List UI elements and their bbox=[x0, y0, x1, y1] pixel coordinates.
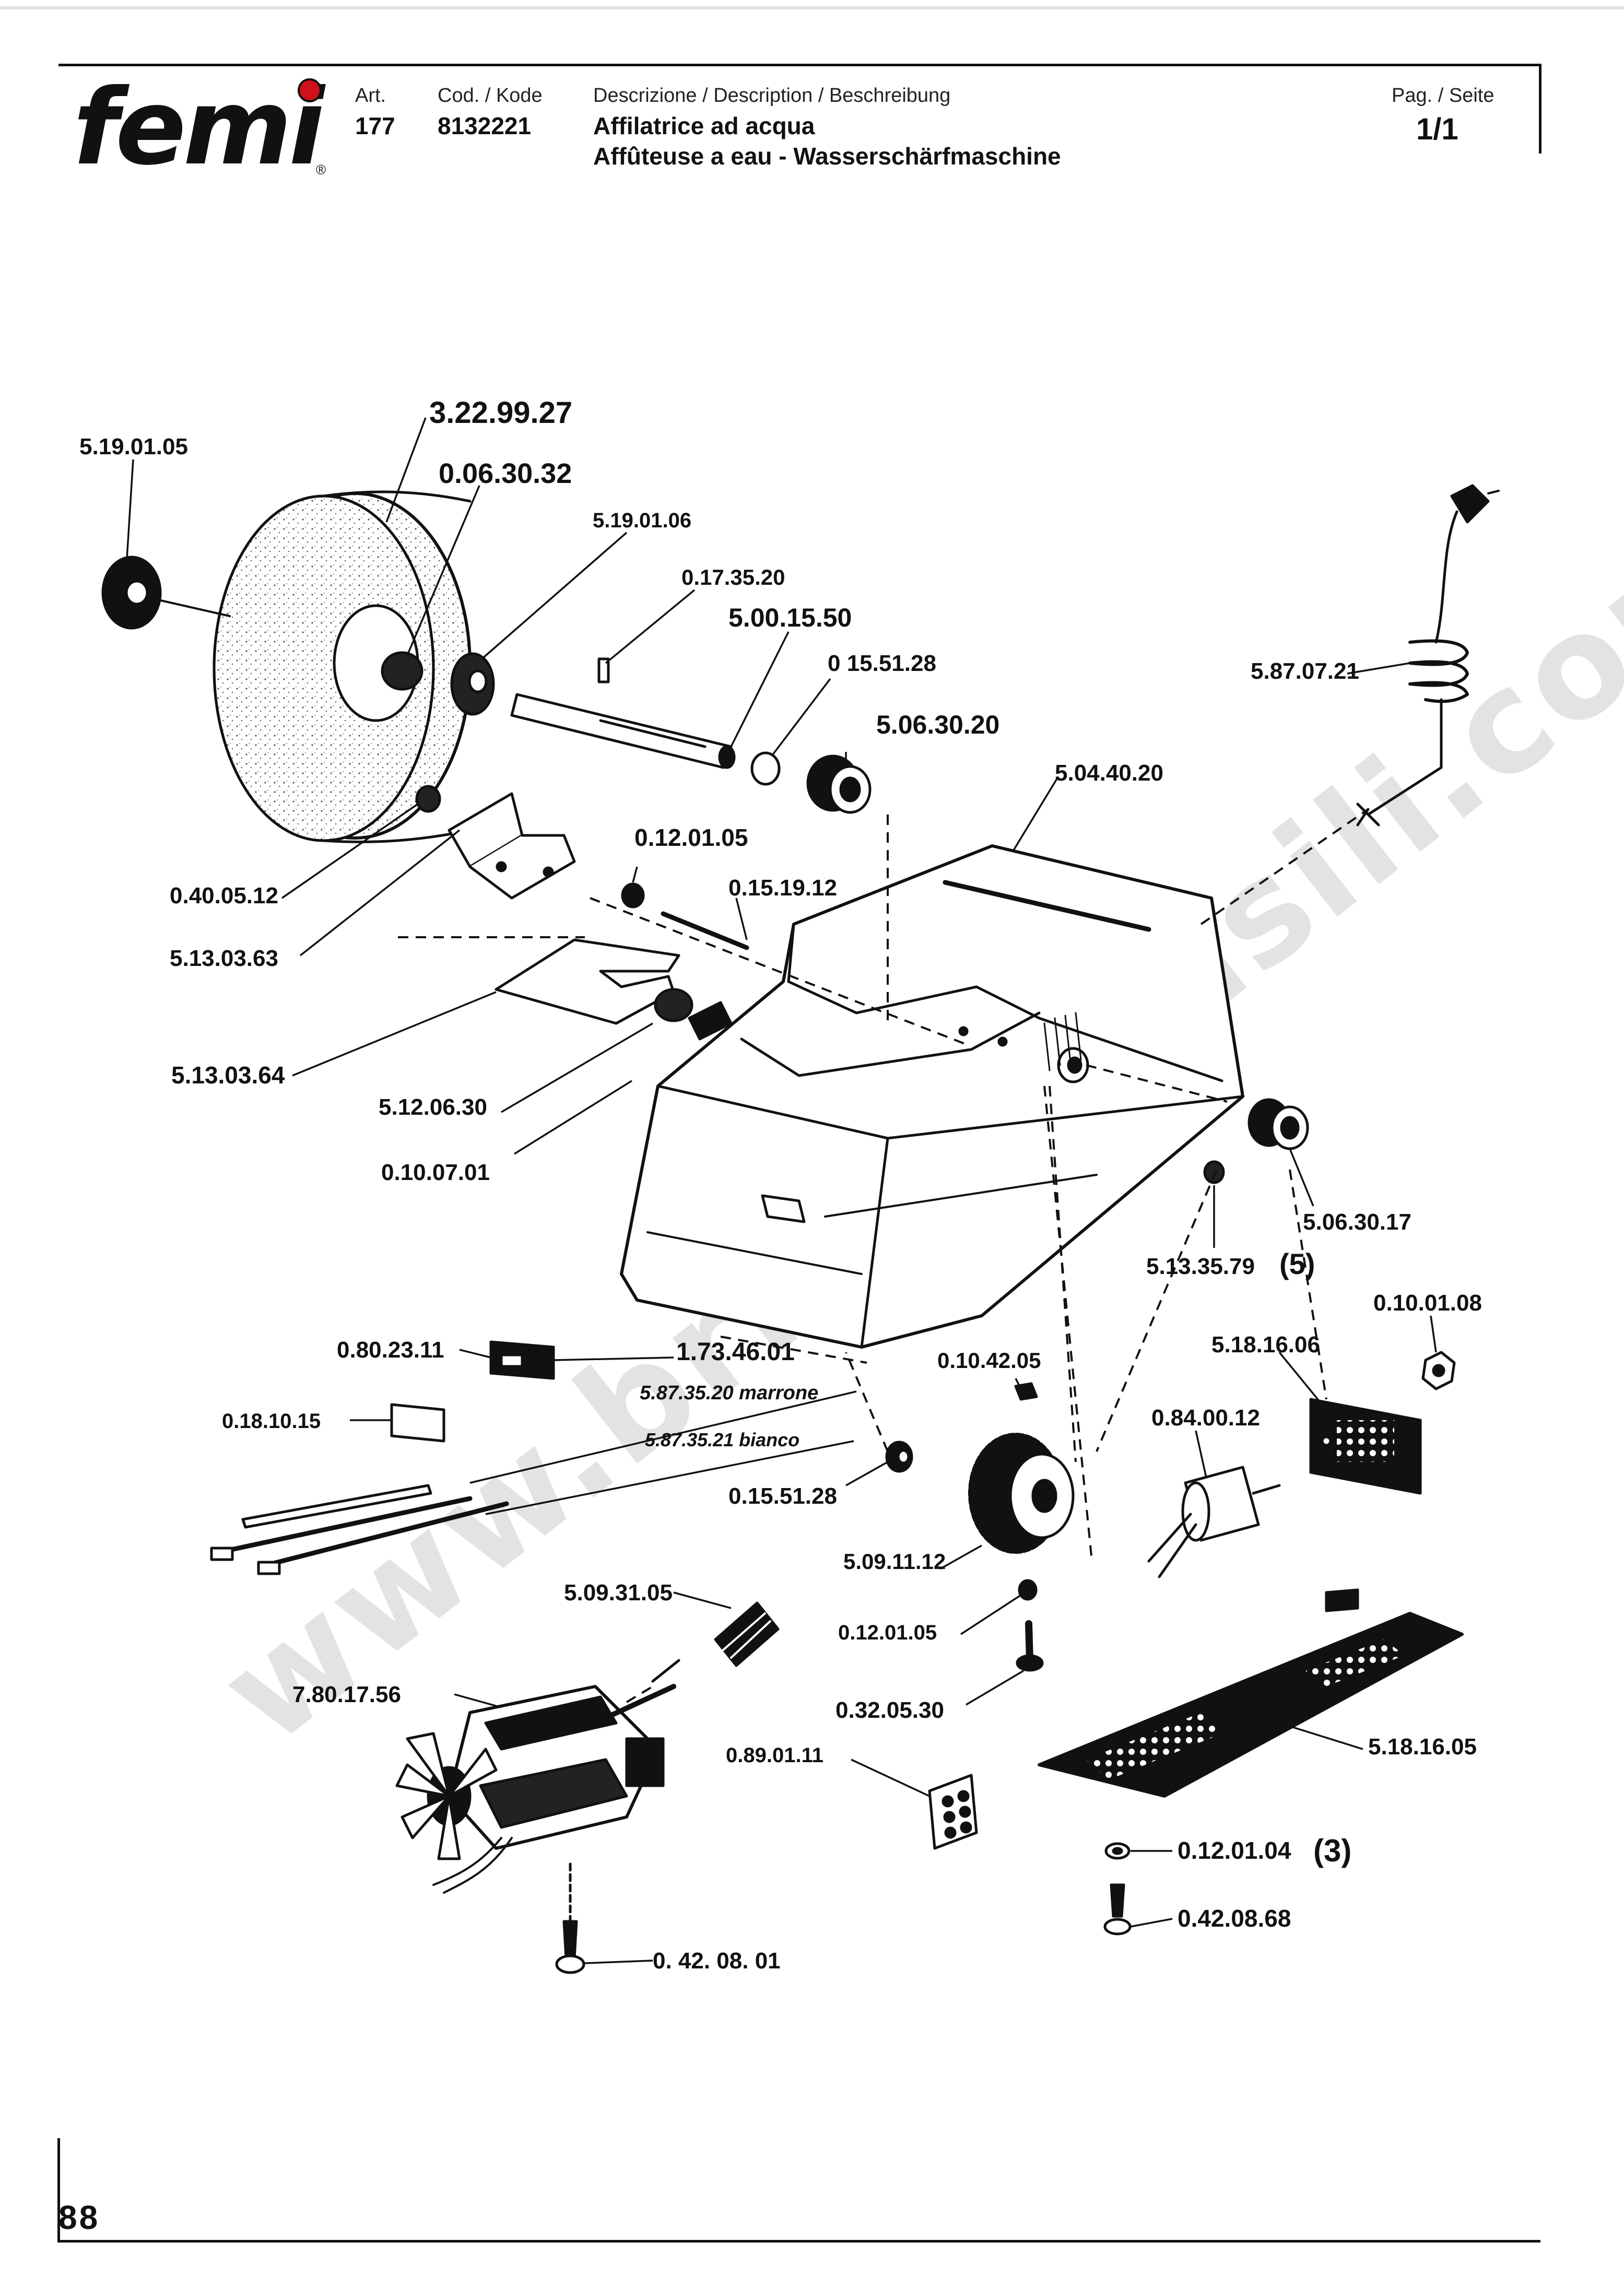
registered-mark: ® bbox=[316, 162, 326, 178]
footer-bottom-rule bbox=[57, 2240, 1540, 2243]
part-label-0400512: 0.40.05.12 bbox=[170, 883, 278, 908]
top-rule bbox=[0, 6, 1624, 9]
grommet bbox=[1203, 1160, 1225, 1184]
title-line-2: Affûteuse a eau - Wasserschärfmaschine bbox=[593, 143, 1061, 170]
terminal-block bbox=[928, 1774, 978, 1850]
shaft bbox=[510, 693, 736, 769]
side-bushing bbox=[1248, 1098, 1309, 1150]
wire-set bbox=[210, 1484, 509, 1575]
worm bbox=[651, 1601, 780, 1683]
base-plate bbox=[1038, 1588, 1464, 1798]
part-label-5063020: 5.06.30.20 bbox=[876, 710, 999, 739]
part-label-5130363: 5.13.03.63 bbox=[170, 946, 278, 971]
assembly-lines bbox=[398, 808, 1369, 1703]
part-label-0181015: 0.18.10.15 bbox=[222, 1410, 321, 1433]
part-label-5133579-qty: (5) bbox=[1279, 1247, 1315, 1280]
label-plate bbox=[390, 1403, 445, 1443]
part-label-3229927: 3.22.99.27 bbox=[429, 396, 572, 430]
page-value: 1/1 bbox=[1416, 112, 1458, 146]
fan bbox=[395, 1732, 498, 1860]
part-label-0320530: 0.32.05.30 bbox=[835, 1697, 944, 1723]
femi-logo: femi ® bbox=[73, 67, 326, 188]
part-label-0120104: 0.12.01.04 bbox=[1178, 1837, 1291, 1864]
part-label-0151912: 0.15.19.12 bbox=[728, 875, 837, 901]
tool-rest-plate bbox=[495, 938, 733, 1041]
left-flange bbox=[101, 556, 162, 630]
header-right-rule bbox=[1539, 64, 1541, 154]
part-label-0173520: 0.17.35.20 bbox=[681, 565, 785, 589]
part-label-5190106: 5.19.01.06 bbox=[593, 509, 691, 532]
capacitor bbox=[1147, 1466, 1281, 1578]
leader-lines bbox=[126, 417, 1437, 1964]
power-cord bbox=[1356, 484, 1500, 827]
part-label-5181606: 5.18.16.06 bbox=[1211, 1332, 1320, 1358]
part-label-5093105: 5.09.31.05 bbox=[564, 1580, 673, 1606]
filter-cover-small bbox=[1309, 1398, 1422, 1495]
part-label-0063032: 0.06.30.32 bbox=[439, 458, 572, 489]
part-label-5044020: 5.04.40.20 bbox=[1055, 760, 1163, 786]
part-label-0890111: 0.89.01.11 bbox=[726, 1744, 823, 1767]
pin bbox=[597, 657, 610, 683]
logo-text: femi bbox=[73, 67, 325, 188]
part-label-7801756: 7.80.17.56 bbox=[292, 1682, 401, 1707]
part-label-5120630: 5.12.06.30 bbox=[379, 1094, 487, 1120]
part-label-0120105a: 0.12.01.05 bbox=[634, 824, 748, 851]
code-value: 8132221 bbox=[438, 112, 532, 139]
part-label-5001550: 5.00.15.50 bbox=[728, 603, 852, 632]
part-labels: 5.19.01.05 3.22.99.27 0.06.30.32 5.19.01… bbox=[79, 396, 1482, 1974]
part-label-0155128b: 0.15.51.28 bbox=[728, 1483, 837, 1509]
gear-screw bbox=[1016, 1620, 1044, 1672]
header-top-rule bbox=[58, 64, 1541, 66]
part-label-0104205: 0.10.42.05 bbox=[937, 1348, 1041, 1373]
part-label-0802311: 0.80.23.11 bbox=[337, 1337, 444, 1363]
part-label-0840012: 0.84.00.12 bbox=[1151, 1405, 1260, 1431]
part-label-5133579: 5.13.35.79 bbox=[1146, 1254, 1255, 1279]
page-number: 88 bbox=[58, 2199, 100, 2236]
part-label-0120104-qty: (3) bbox=[1313, 1833, 1351, 1868]
description-label: Descrizione / Description / Beschreibung bbox=[593, 85, 951, 107]
part-label-5873520: 5.87.35.20 marrone bbox=[640, 1382, 818, 1404]
part-label-0155128a: 0 15.51.28 bbox=[828, 651, 936, 676]
logo-red-dot bbox=[298, 78, 322, 102]
part-label-5870721: 5.87.07.21 bbox=[1251, 658, 1359, 684]
grinding-wheel bbox=[213, 490, 472, 843]
nut bbox=[1421, 1351, 1456, 1390]
title-line-1: Affilatrice ad acqua bbox=[593, 112, 815, 139]
art-label: Art. bbox=[355, 85, 386, 107]
part-label-5181605: 5.18.16.05 bbox=[1368, 1734, 1477, 1760]
gear bbox=[968, 1433, 1075, 1554]
part-label-5091112: 5.09.11.12 bbox=[843, 1549, 946, 1574]
motor bbox=[448, 1684, 676, 1850]
part-label-0420801: 0. 42. 08. 01 bbox=[653, 1948, 781, 1974]
part-label-5063017: 5.06.30.17 bbox=[1303, 1209, 1411, 1235]
washer bbox=[750, 751, 781, 786]
part-label-0120105b: 0.12.01.05 bbox=[838, 1621, 937, 1644]
gear-washer-2 bbox=[1018, 1579, 1038, 1601]
part-label-0420868: 0.42.08.68 bbox=[1178, 1905, 1291, 1932]
bolt bbox=[661, 911, 749, 950]
part-label-5190105: 5.19.01.05 bbox=[79, 434, 188, 459]
part-label-5873521: 5.87.35.21 bianco bbox=[645, 1429, 799, 1450]
motor-screw bbox=[555, 1862, 585, 1974]
part-label-5130364: 5.13.03.64 bbox=[171, 1061, 285, 1089]
part-label-0100108: 0.10.01.08 bbox=[1373, 1290, 1482, 1316]
switch bbox=[489, 1340, 555, 1380]
art-value: 177 bbox=[355, 112, 395, 139]
small-washer bbox=[621, 882, 645, 908]
bearing-bushing bbox=[806, 754, 872, 814]
right-flange bbox=[450, 652, 495, 716]
page-label: Pag. / Seite bbox=[1392, 85, 1494, 107]
bracket bbox=[415, 785, 576, 900]
base-screw bbox=[1103, 1883, 1132, 1936]
part-label-1734601: 1.73.46.01 bbox=[676, 1338, 795, 1366]
part-label-0100701: 0.10.07.01 bbox=[381, 1160, 490, 1185]
code-label: Cod. / Kode bbox=[438, 85, 543, 107]
housing bbox=[620, 844, 1244, 1349]
footer-left-rule bbox=[57, 2138, 60, 2243]
